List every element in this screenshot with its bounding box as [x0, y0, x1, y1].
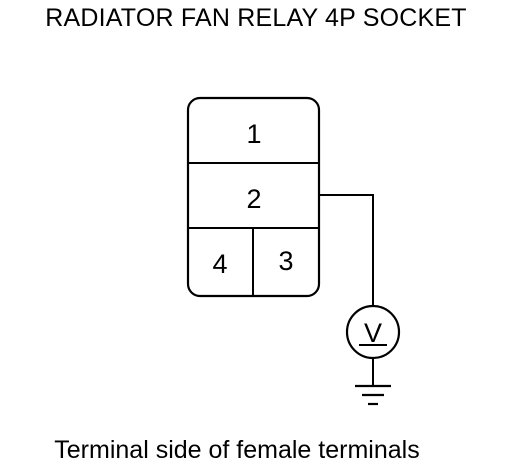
ground-icon	[355, 384, 391, 406]
terminal-3-label: 3	[278, 246, 293, 276]
voltmeter-icon: V	[345, 304, 401, 360]
voltmeter-symbol: V	[364, 318, 382, 348]
terminal-1-label: 1	[246, 119, 261, 149]
diagram-title: RADIATOR FAN RELAY 4P SOCKET	[45, 4, 467, 32]
terminal-4-label: 4	[212, 249, 227, 279]
terminal-2-label: 2	[246, 184, 261, 214]
diagram-caption: Terminal side of female terminals	[54, 436, 420, 464]
probe-wire	[319, 194, 374, 306]
